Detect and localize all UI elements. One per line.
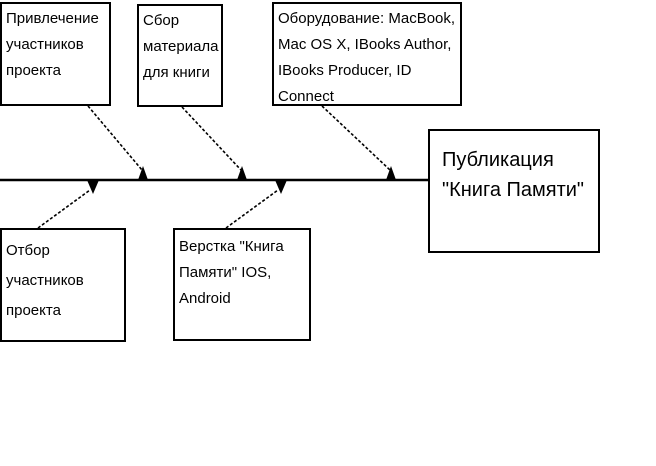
branch-layout <box>225 189 279 229</box>
box-participants-recruit: Привлечение участников проекта <box>0 2 111 106</box>
branch-participants-recruit <box>87 105 143 171</box>
box-equipment-text: Оборудование: MacBook, Mac OS X, IBooks … <box>278 10 456 105</box>
box-layout-text: Верстка "Книга Памяти" IOS, Android <box>179 238 284 307</box>
box-participants-select: Отбор участников проекта <box>0 228 126 342</box>
arrowhead-participants-select <box>87 180 99 194</box>
box-participants-recruit-text: Привлечение участников проекта <box>6 10 99 79</box>
arrowhead-material-collection <box>237 166 247 180</box>
arrowhead-participants-recruit <box>138 166 148 180</box>
box-publication-text: Публикация "Книга Памяти" <box>442 149 585 201</box>
box-equipment: Оборудование: MacBook, Mac OS X, IBooks … <box>272 2 462 106</box>
box-layout: Верстка "Книга Памяти" IOS, Android <box>173 228 311 341</box>
arrowhead-equipment <box>386 166 396 180</box>
branch-participants-select <box>37 189 91 229</box>
branch-material-collection <box>181 106 242 171</box>
box-participants-select-text: Отбор участников проекта <box>6 242 84 319</box>
box-material-collection-text: Сбор материала для книги <box>143 12 219 81</box>
branch-equipment <box>321 105 391 171</box>
box-material-collection: Сбор материала для книги <box>137 4 223 107</box>
box-publication: Публикация "Книга Памяти" <box>428 129 600 253</box>
arrowhead-layout <box>275 180 287 194</box>
